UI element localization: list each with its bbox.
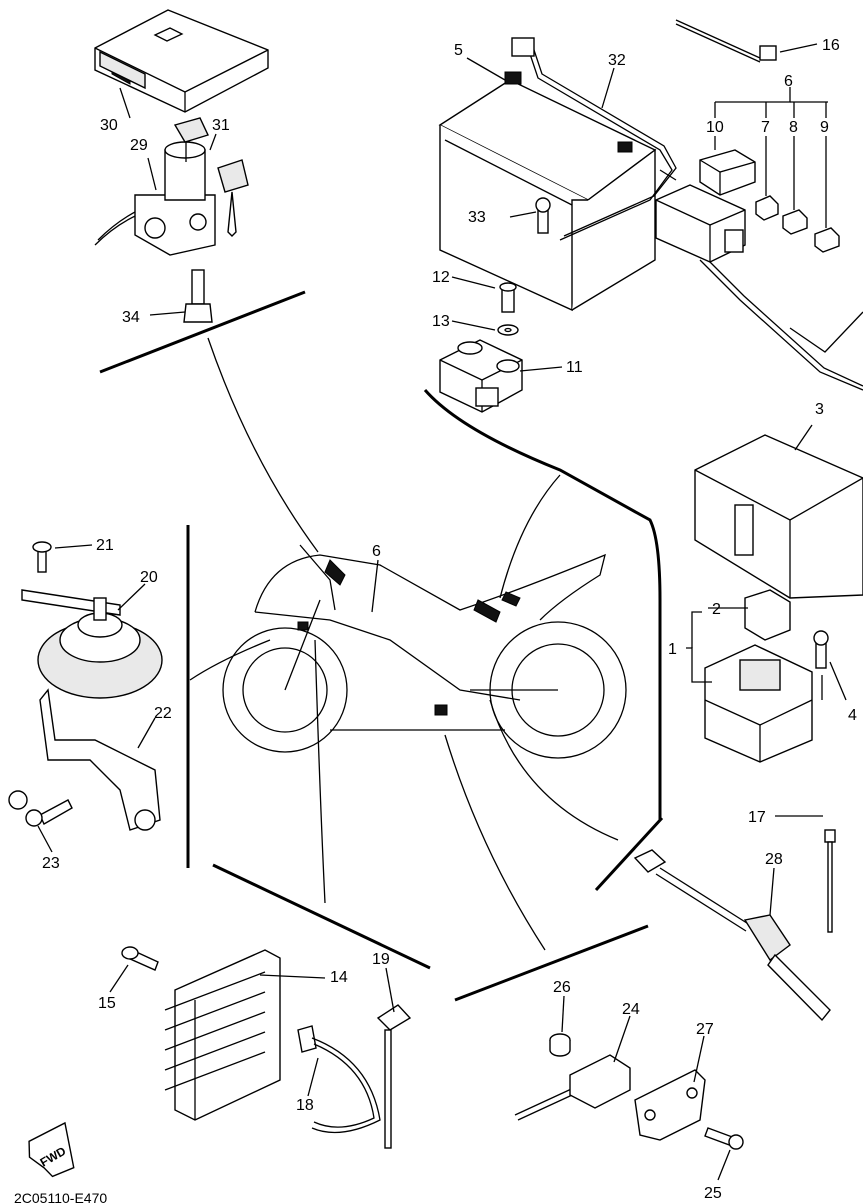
callout-33: 33 xyxy=(468,209,486,226)
bolt-15 xyxy=(121,946,159,971)
cable-tie-19 xyxy=(376,1004,412,1149)
callout-25: 25 xyxy=(704,1185,722,1202)
callout-17: 17 xyxy=(748,809,766,826)
callout-labels: 1 2 3 4 5 6 7 8 9 10 11 12 13 14 15 16 1… xyxy=(42,37,857,1202)
fuse-8 xyxy=(782,209,808,235)
callout-30: 30 xyxy=(100,117,118,134)
fuse-9 xyxy=(814,227,840,253)
bolt-23 xyxy=(25,799,73,827)
drawing-code: 2C05110-E470 xyxy=(14,1190,107,1204)
callout-34: 34 xyxy=(122,309,140,326)
callout-1: 1 xyxy=(668,641,677,658)
battery-5 xyxy=(438,71,657,312)
cable-tie-17 xyxy=(824,829,836,933)
callout-4: 4 xyxy=(848,707,857,724)
fuse-7 xyxy=(755,195,779,221)
callout-leaders xyxy=(37,43,847,1181)
callout-22: 22 xyxy=(154,705,172,722)
callout-6-harness: 6 xyxy=(372,543,381,560)
callout-7: 7 xyxy=(761,119,770,136)
callout-18: 18 xyxy=(296,1097,314,1114)
callout-28: 28 xyxy=(765,851,783,868)
callout-13: 13 xyxy=(432,313,450,330)
callout-12: 12 xyxy=(432,269,450,286)
callout-11: 11 xyxy=(566,359,583,376)
motorcycle-outline xyxy=(222,544,627,759)
washer-13 xyxy=(497,324,519,336)
fuse-10 xyxy=(699,149,756,196)
fuse-box-cover xyxy=(655,184,746,263)
collar-26 xyxy=(549,1033,571,1057)
callout-3: 3 xyxy=(815,401,824,418)
relay-holder-11 xyxy=(439,339,523,413)
callout-5: 5 xyxy=(454,42,463,59)
spare-key-31 xyxy=(217,159,249,237)
callout-19: 19 xyxy=(372,951,390,968)
bolt-25 xyxy=(704,1127,744,1150)
relay-cover-3 xyxy=(694,434,863,599)
battery-lead-32 xyxy=(511,37,677,241)
bolt-4 xyxy=(813,630,829,669)
callout-6-fuse: 6 xyxy=(784,73,793,90)
callout-23: 23 xyxy=(42,855,60,872)
callout-14: 14 xyxy=(330,969,348,986)
callout-26: 26 xyxy=(553,979,571,996)
rectifier-14 xyxy=(164,949,281,1121)
callout-8: 8 xyxy=(789,119,798,136)
callout-31: 31 xyxy=(212,117,230,134)
callout-9: 9 xyxy=(820,119,829,136)
callout-15: 15 xyxy=(98,995,116,1012)
starter-relay-1 xyxy=(704,644,813,763)
fuse-2 xyxy=(744,589,791,641)
fwd-direction-arrow: FWD xyxy=(28,1121,75,1178)
plate-27 xyxy=(634,1069,706,1141)
bolt-12 xyxy=(499,282,517,313)
callout-16: 16 xyxy=(822,37,840,54)
bolt-34 xyxy=(183,269,213,323)
ignition-switch-29 xyxy=(94,117,216,256)
horn-20 xyxy=(21,589,163,699)
switch-24 xyxy=(514,1054,631,1121)
clamp-18 xyxy=(297,1025,381,1134)
callout-32: 32 xyxy=(608,52,626,69)
callout-24: 24 xyxy=(622,1001,640,1018)
sensor-28 xyxy=(633,849,831,1022)
wire-harness-6 xyxy=(659,19,863,391)
bolt-33 xyxy=(535,197,551,234)
callout-29: 29 xyxy=(130,137,148,154)
screw-21 xyxy=(32,541,52,573)
ecu-unit-30 xyxy=(94,9,269,113)
callout-27: 27 xyxy=(696,1021,714,1038)
horn-bracket-22 xyxy=(8,688,161,831)
callout-20: 20 xyxy=(140,569,158,586)
callout-10: 10 xyxy=(706,119,724,136)
group-brackets xyxy=(99,290,664,1002)
callout-2: 2 xyxy=(712,601,721,618)
callout-21: 21 xyxy=(96,537,114,554)
